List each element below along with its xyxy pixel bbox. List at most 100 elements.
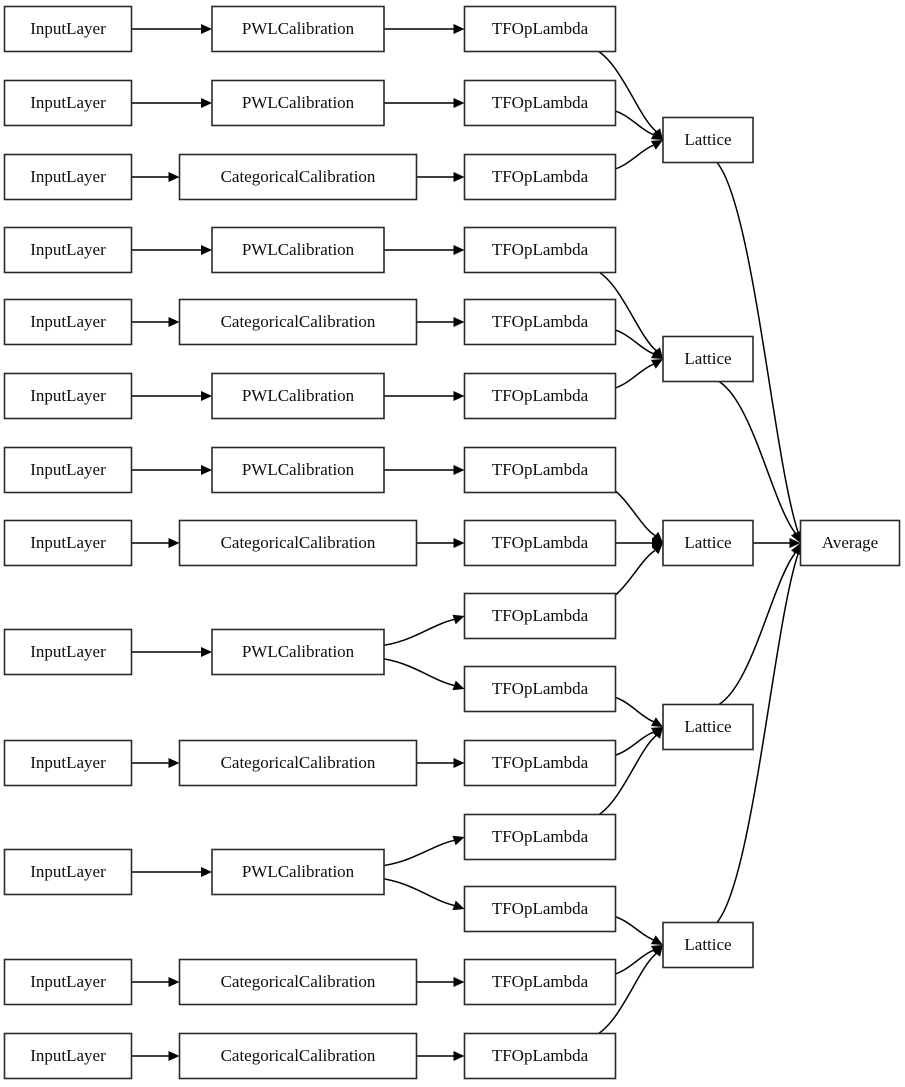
node-tfop-lambda[interactable]: TFOpLambda — [463, 813, 617, 861]
node-input-layer[interactable]: InputLayer — [3, 628, 133, 676]
node-box[interactable] — [662, 335, 754, 383]
node-box[interactable] — [178, 739, 418, 787]
node-box[interactable] — [211, 446, 385, 494]
node-box[interactable] — [3, 446, 133, 494]
node-pwlcalibration[interactable]: PWLCalibration — [211, 226, 385, 274]
node-label: CategoricalCalibration — [221, 312, 376, 331]
node-box[interactable] — [3, 519, 133, 567]
node-categorical-calibration[interactable]: CategoricalCalibration — [178, 519, 418, 567]
edge-input-layer-to-categorical-calibration — [131, 977, 180, 987]
node-lattice[interactable]: Lattice — [662, 116, 754, 164]
node-box[interactable] — [178, 153, 418, 201]
node-box[interactable] — [463, 885, 617, 933]
node-input-layer[interactable]: InputLayer — [3, 372, 133, 420]
node-categorical-calibration[interactable]: CategoricalCalibration — [178, 153, 418, 201]
node-tfop-lambda[interactable]: TFOpLambda — [463, 153, 617, 201]
node-categorical-calibration[interactable]: CategoricalCalibration — [178, 1032, 418, 1080]
node-box[interactable] — [463, 298, 617, 346]
node-box[interactable] — [3, 153, 133, 201]
node-pwlcalibration[interactable]: PWLCalibration — [211, 5, 385, 53]
node-input-layer[interactable]: InputLayer — [3, 153, 133, 201]
node-box[interactable] — [463, 372, 617, 420]
node-tfop-lambda[interactable]: TFOpLambda — [463, 298, 617, 346]
node-box[interactable] — [463, 5, 617, 53]
node-box[interactable] — [211, 848, 385, 896]
node-pwlcalibration[interactable]: PWLCalibration — [211, 79, 385, 127]
node-categorical-calibration[interactable]: CategoricalCalibration — [178, 739, 418, 787]
node-box[interactable] — [662, 703, 754, 751]
node-input-layer[interactable]: InputLayer — [3, 5, 133, 53]
node-lattice[interactable]: Lattice — [662, 335, 754, 383]
node-box[interactable] — [662, 116, 754, 164]
node-input-layer[interactable]: InputLayer — [3, 739, 133, 787]
node-box[interactable] — [211, 5, 385, 53]
node-tfop-lambda[interactable]: TFOpLambda — [463, 79, 617, 127]
node-tfop-lambda[interactable]: TFOpLambda — [463, 665, 617, 713]
node-input-layer[interactable]: InputLayer — [3, 519, 133, 567]
node-label: PWLCalibration — [242, 93, 355, 112]
node-box[interactable] — [463, 1032, 617, 1080]
node-lattice[interactable]: Lattice — [662, 921, 754, 969]
node-tfop-lambda[interactable]: TFOpLambda — [463, 1032, 617, 1080]
node-box[interactable] — [178, 519, 418, 567]
edge-input-layer-to-pwlcalibration — [131, 24, 212, 34]
node-box[interactable] — [662, 519, 754, 567]
node-box[interactable] — [178, 298, 418, 346]
node-tfop-lambda[interactable]: TFOpLambda — [463, 372, 617, 420]
node-input-layer[interactable]: InputLayer — [3, 848, 133, 896]
node-tfop-lambda[interactable]: TFOpLambda — [463, 958, 617, 1006]
node-box[interactable] — [3, 958, 133, 1006]
node-input-layer[interactable]: InputLayer — [3, 446, 133, 494]
node-box[interactable] — [178, 1032, 418, 1080]
node-box[interactable] — [463, 665, 617, 713]
node-box[interactable] — [463, 958, 617, 1006]
node-box[interactable] — [3, 739, 133, 787]
node-pwlcalibration[interactable]: PWLCalibration — [211, 372, 385, 420]
node-input-layer[interactable]: InputLayer — [3, 1032, 133, 1080]
node-tfop-lambda[interactable]: TFOpLambda — [463, 592, 617, 640]
node-pwlcalibration[interactable]: PWLCalibration — [211, 446, 385, 494]
node-box[interactable] — [463, 592, 617, 640]
node-input-layer[interactable]: InputLayer — [3, 298, 133, 346]
node-box[interactable] — [3, 1032, 133, 1080]
node-box[interactable] — [211, 628, 385, 676]
node-box[interactable] — [463, 153, 617, 201]
node-tfop-lambda[interactable]: TFOpLambda — [463, 446, 617, 494]
node-categorical-calibration[interactable]: CategoricalCalibration — [178, 298, 418, 346]
node-lattice[interactable]: Lattice — [662, 703, 754, 751]
node-box[interactable] — [211, 372, 385, 420]
node-box[interactable] — [463, 813, 617, 861]
node-box[interactable] — [463, 739, 617, 787]
node-tfop-lambda[interactable]: TFOpLambda — [463, 5, 617, 53]
node-box[interactable] — [463, 79, 617, 127]
node-box[interactable] — [3, 298, 133, 346]
node-box[interactable] — [799, 519, 901, 567]
node-box[interactable] — [3, 79, 133, 127]
node-pwlcalibration[interactable]: PWLCalibration — [211, 848, 385, 896]
node-box[interactable] — [211, 226, 385, 274]
node-box[interactable] — [178, 958, 418, 1006]
node-box[interactable] — [3, 372, 133, 420]
node-categorical-calibration[interactable]: CategoricalCalibration — [178, 958, 418, 1006]
node-box[interactable] — [3, 226, 133, 274]
node-average[interactable]: Average — [799, 519, 901, 567]
node-box[interactable] — [463, 519, 617, 567]
node-box[interactable] — [3, 5, 133, 53]
node-pwlcalibration[interactable]: PWLCalibration — [211, 628, 385, 676]
node-box[interactable] — [463, 226, 617, 274]
node-input-layer[interactable]: InputLayer — [3, 226, 133, 274]
node-tfop-lambda[interactable]: TFOpLambda — [463, 226, 617, 274]
node-box[interactable] — [662, 921, 754, 969]
node-label: TFOpLambda — [492, 93, 589, 112]
node-box[interactable] — [211, 79, 385, 127]
node-tfop-lambda[interactable]: TFOpLambda — [463, 885, 617, 933]
node-input-layer[interactable]: InputLayer — [3, 958, 133, 1006]
node-box[interactable] — [3, 848, 133, 896]
node-input-layer[interactable]: InputLayer — [3, 79, 133, 127]
node-tfop-lambda[interactable]: TFOpLambda — [463, 519, 617, 567]
node-lattice[interactable]: Lattice — [662, 519, 754, 567]
node-box[interactable] — [463, 446, 617, 494]
edge-input-layer-to-categorical-calibration — [131, 758, 180, 768]
node-tfop-lambda[interactable]: TFOpLambda — [463, 739, 617, 787]
node-box[interactable] — [3, 628, 133, 676]
